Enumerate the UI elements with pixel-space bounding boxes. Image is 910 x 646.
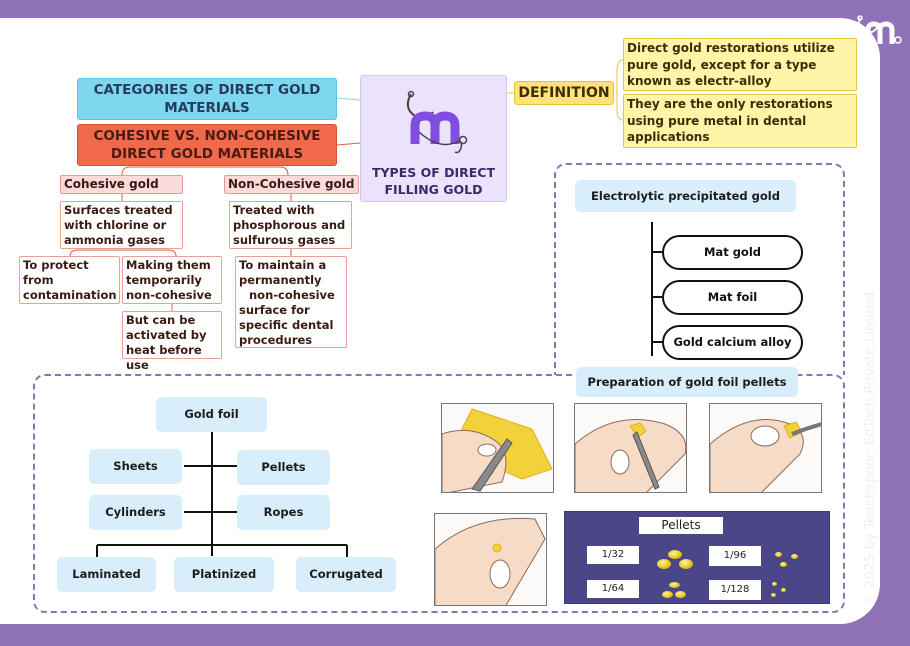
definition-item: Direct gold restorations utilize pure go…	[623, 38, 857, 91]
pellet-preparation-node: Preparation of gold foil pellets	[576, 367, 798, 397]
cohesive-activation-note-node: But can be activated by heat before use	[122, 311, 222, 372]
gold-foil-section	[33, 374, 845, 613]
gold-foil-form: Ropes	[237, 495, 330, 530]
definition-node: DEFINITION	[514, 81, 614, 105]
electrolytic-item: Gold calcium alloy	[662, 325, 803, 360]
central-topic-title: TYPES OF DIRECT FILLING GOLD	[371, 165, 496, 197]
cohesive-effect-node: Making them temporarily non-cohesive	[122, 256, 222, 304]
non-cohesive-purpose-node: To maintain a permanently non-cohesive s…	[235, 256, 347, 348]
brand-logo-icon	[857, 15, 902, 44]
pellet-icon	[662, 591, 673, 598]
copyright-notice: © 2025 by Teachspoon EdTech Private Limi…	[862, 291, 878, 606]
pellet-size-label: 1/64	[587, 580, 639, 598]
electrolytic-gold-node: Electrolytic precipitated gold	[575, 180, 796, 212]
cohesive-treatment-node: Surfaces treated with chlorine or ammoni…	[60, 201, 183, 249]
pellets-panel-title: Pellets	[639, 517, 723, 534]
electrolytic-item: Mat foil	[662, 280, 803, 315]
gold-foil-form: Pellets	[237, 450, 330, 485]
electrolytic-section	[554, 163, 845, 375]
step-1-illustration-icon	[441, 403, 554, 493]
pellet-size-label: 1/32	[587, 546, 639, 564]
pellet-icon	[668, 550, 682, 559]
stethoscope-m-logo-icon	[406, 90, 468, 154]
pellet-sizes-panel: Pellets 1/32 1/96 1/64 1/128	[564, 511, 830, 604]
pellet-icon	[781, 588, 786, 592]
pellet-icon	[780, 562, 787, 567]
definition-item: They are the only restorations using pur…	[623, 94, 857, 148]
step-4-illustration-icon	[434, 513, 547, 606]
pellet-icon	[771, 593, 776, 597]
electrolytic-item: Mat gold	[662, 235, 803, 270]
cohesive-vs-noncohesive-node: COHESIVE VS. NON-COHESIVE DIRECT GOLD MA…	[77, 124, 337, 166]
gold-foil-type: Platinized	[174, 557, 274, 592]
step-3-illustration-icon	[709, 403, 822, 493]
categories-node: CATEGORIES OF DIRECT GOLD MATERIALS	[77, 78, 337, 120]
pellet-icon	[669, 582, 680, 588]
step-2-illustration-icon	[574, 403, 687, 493]
gold-foil-form: Cylinders	[89, 495, 182, 530]
non-cohesive-gold-node: Non-Cohesive gold	[224, 175, 359, 194]
gold-foil-type: Laminated	[57, 557, 156, 592]
pellet-icon	[679, 559, 693, 569]
pellet-size-label: 1/96	[709, 546, 761, 566]
cohesive-gold-node: Cohesive gold	[60, 175, 183, 194]
cohesive-purpose-node: To protect from contamination	[19, 256, 120, 304]
pellet-size-label: 1/128	[709, 580, 761, 600]
gold-foil-form: Sheets	[89, 449, 182, 484]
gold-foil-node: Gold foil	[156, 397, 267, 432]
pellet-icon	[791, 554, 798, 559]
pellet-icon	[675, 591, 686, 598]
gold-foil-type: Corrugated	[296, 557, 396, 592]
pellet-icon	[775, 552, 782, 557]
pellet-icon	[772, 582, 777, 586]
pellet-icon	[657, 559, 671, 569]
central-topic-node: TYPES OF DIRECT FILLING GOLD	[360, 75, 507, 202]
non-cohesive-treatment-node: Treated with phosphorous and sulfurous g…	[229, 201, 352, 249]
